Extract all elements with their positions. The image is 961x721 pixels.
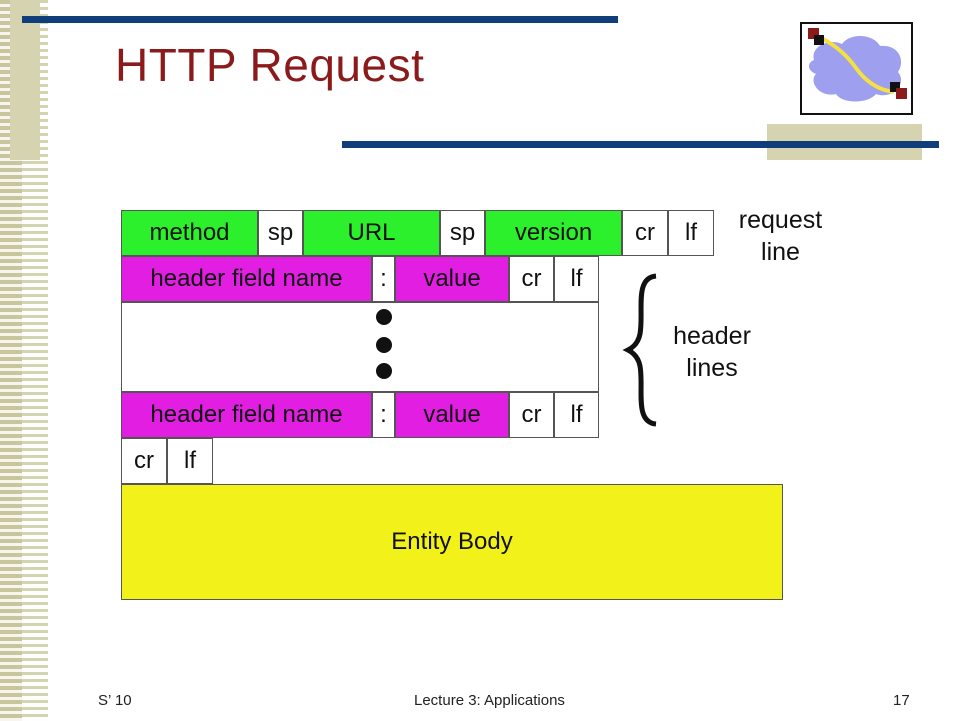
field-version: version bbox=[485, 210, 622, 256]
field-sp-2: sp bbox=[440, 210, 485, 256]
header-colon-2: : bbox=[372, 392, 395, 438]
header-value-2: value bbox=[395, 392, 509, 438]
header-cr-1: cr bbox=[509, 256, 554, 302]
ellipsis-dot bbox=[376, 309, 392, 325]
field-lf-request: lf bbox=[668, 210, 714, 256]
entity-body: Entity Body bbox=[121, 484, 783, 600]
header-lines-ellipsis-area bbox=[121, 302, 599, 392]
left-pillar-decoration bbox=[10, 0, 40, 160]
header-value-1: value bbox=[395, 256, 509, 302]
header-lf-2: lf bbox=[554, 392, 599, 438]
header-field-name-1: header field name bbox=[121, 256, 372, 302]
header-field-name-2: header field name bbox=[121, 392, 372, 438]
network-cloud-icon bbox=[800, 22, 913, 115]
top-accent-bar bbox=[22, 16, 618, 23]
header-colon-1: : bbox=[372, 256, 395, 302]
left-stripe-decoration-inner bbox=[0, 0, 22, 721]
footer-left: S’ 10 bbox=[98, 692, 132, 709]
field-sp-1: sp bbox=[258, 210, 303, 256]
field-url: URL bbox=[303, 210, 440, 256]
curly-brace bbox=[622, 273, 657, 427]
request-line-label-2: line bbox=[761, 238, 800, 266]
footer-center: Lecture 3: Applications bbox=[414, 692, 565, 709]
header-cr-2: cr bbox=[509, 392, 554, 438]
header-lines-label: header lines bbox=[662, 320, 762, 384]
header-lines-label-1: header bbox=[673, 322, 751, 350]
ellipsis-dot bbox=[376, 363, 392, 379]
header-lines-label-2: lines bbox=[686, 354, 738, 382]
field-cr-request: cr bbox=[622, 210, 668, 256]
blank-line-lf: lf bbox=[167, 438, 213, 484]
request-line-label-1: request bbox=[738, 206, 823, 234]
mid-accent-bar bbox=[342, 141, 939, 148]
field-method: method bbox=[121, 210, 258, 256]
ellipsis-dot bbox=[376, 337, 392, 353]
slide-title: HTTP Request bbox=[115, 39, 425, 91]
blank-line-cr: cr bbox=[121, 438, 167, 484]
header-lf-1: lf bbox=[554, 256, 599, 302]
request-line-label: request line bbox=[728, 204, 833, 268]
page-number: 17 bbox=[893, 692, 910, 709]
